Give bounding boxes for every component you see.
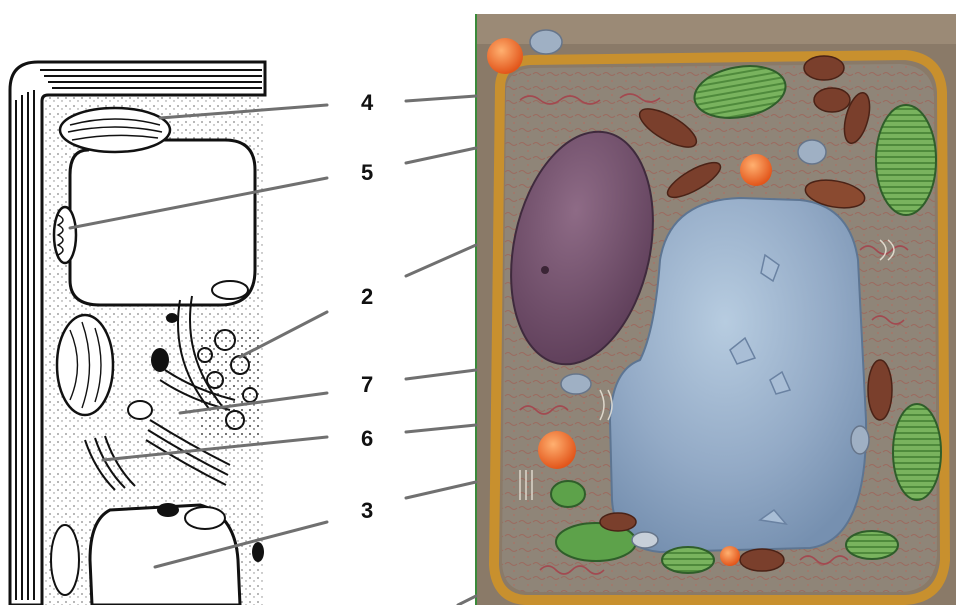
dark-granule-1: [151, 348, 169, 372]
line-drawing-panel: [10, 62, 265, 605]
chloroplast-right-lower: [893, 404, 941, 500]
mitochondrion-9: [814, 88, 850, 112]
color-illustration-panel: [476, 14, 956, 605]
leader-line-5-right: [406, 148, 476, 163]
oil-droplet-2: [740, 154, 772, 186]
oil-droplet-4: [720, 546, 740, 566]
leader-line-7-right: [406, 370, 476, 379]
dark-granule-4: [252, 542, 264, 562]
leader-line-2-right: [406, 245, 476, 276]
oil-droplet-1: [487, 38, 523, 74]
label-7: 7: [361, 374, 373, 396]
chloroplast-bottom-mid: [662, 547, 714, 573]
mitochondrion-6: [868, 360, 892, 420]
leader-line-bottom-right: [458, 596, 476, 605]
mitochondrion-7: [740, 549, 784, 571]
label-5: 5: [361, 162, 373, 184]
leader-line-4-right: [406, 96, 476, 101]
oil-droplet-3: [538, 431, 576, 469]
chloroplast-bottom-right: [846, 531, 898, 559]
dark-granule-2: [166, 313, 178, 323]
label-6: 6: [361, 428, 373, 450]
mitochondrion-8: [600, 513, 636, 531]
chloroplast-small-left: [551, 481, 585, 507]
label-3: 3: [361, 500, 373, 522]
leader-line-6-right: [406, 425, 476, 432]
mitochondrion-5: [804, 56, 844, 80]
label-4: 4: [361, 92, 373, 114]
chloroplast-right-upper: [876, 105, 936, 215]
dark-granule-3: [157, 503, 179, 517]
leader-line-3-right: [406, 482, 476, 498]
label-2: 2: [361, 286, 373, 308]
